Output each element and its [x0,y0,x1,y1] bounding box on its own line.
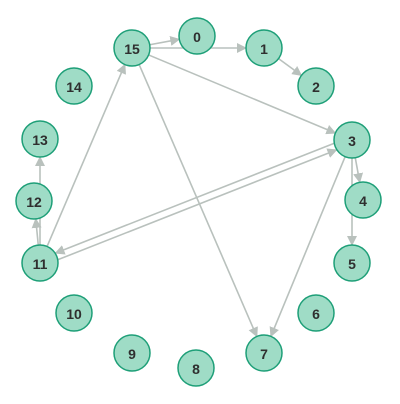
edges-layer [31,35,364,338]
node-circle [113,29,151,67]
edge-15-to-3 [148,54,337,135]
node-8: 8 [177,349,215,387]
node-label: 4 [359,193,367,209]
edge-15-to-0 [149,35,181,46]
node-label: 8 [192,361,200,377]
edge-15-to-7 [138,64,258,338]
edge-3-to-11 [54,142,335,255]
node-12: 12 [15,182,53,220]
edge-3-to-7 [269,156,346,338]
node-label: 3 [348,133,356,149]
node-circle [21,120,59,158]
node-4: 4 [344,181,382,219]
node-10: 10 [55,294,93,332]
node-label: 15 [124,41,140,57]
node-circle [333,244,371,282]
node-0: 0 [178,17,216,55]
node-label: 14 [66,79,82,95]
node-label: 6 [312,306,320,322]
node-6: 6 [297,294,335,332]
node-label: 2 [312,79,320,95]
node-circle [55,294,93,332]
node-circle [178,17,216,55]
node-label: 1 [260,41,268,57]
node-15: 15 [113,29,151,67]
edge-1-to-2 [278,57,303,76]
node-1: 1 [245,29,283,67]
node-circle [177,349,215,387]
node-circle [55,67,93,105]
node-circle [113,334,151,372]
node-label: 9 [128,346,136,362]
node-14: 14 [55,67,93,105]
edge-11-to-3 [57,148,338,261]
edge-3-to-4 [353,157,364,184]
node-7: 7 [245,334,283,372]
node-label: 7 [260,346,268,362]
node-label: 0 [193,29,201,45]
node-label: 10 [66,306,82,322]
edge-11-to-12 [31,217,42,246]
node-5: 5 [333,244,371,282]
node-circle [297,67,335,105]
node-label: 13 [32,132,48,148]
node-circle [21,244,59,282]
node-11: 11 [21,244,59,282]
node-circle [297,294,335,332]
node-circle [344,181,382,219]
node-2: 2 [297,67,335,105]
node-label: 5 [348,256,356,272]
edge-11-to-15 [46,63,126,247]
node-circle [245,334,283,372]
node-3: 3 [333,121,371,159]
node-label: 11 [33,256,48,272]
node-13: 13 [21,120,59,158]
node-circle [333,121,371,159]
node-circle [15,182,53,220]
node-circle [245,29,283,67]
node-9: 9 [113,334,151,372]
node-label: 12 [26,194,42,210]
